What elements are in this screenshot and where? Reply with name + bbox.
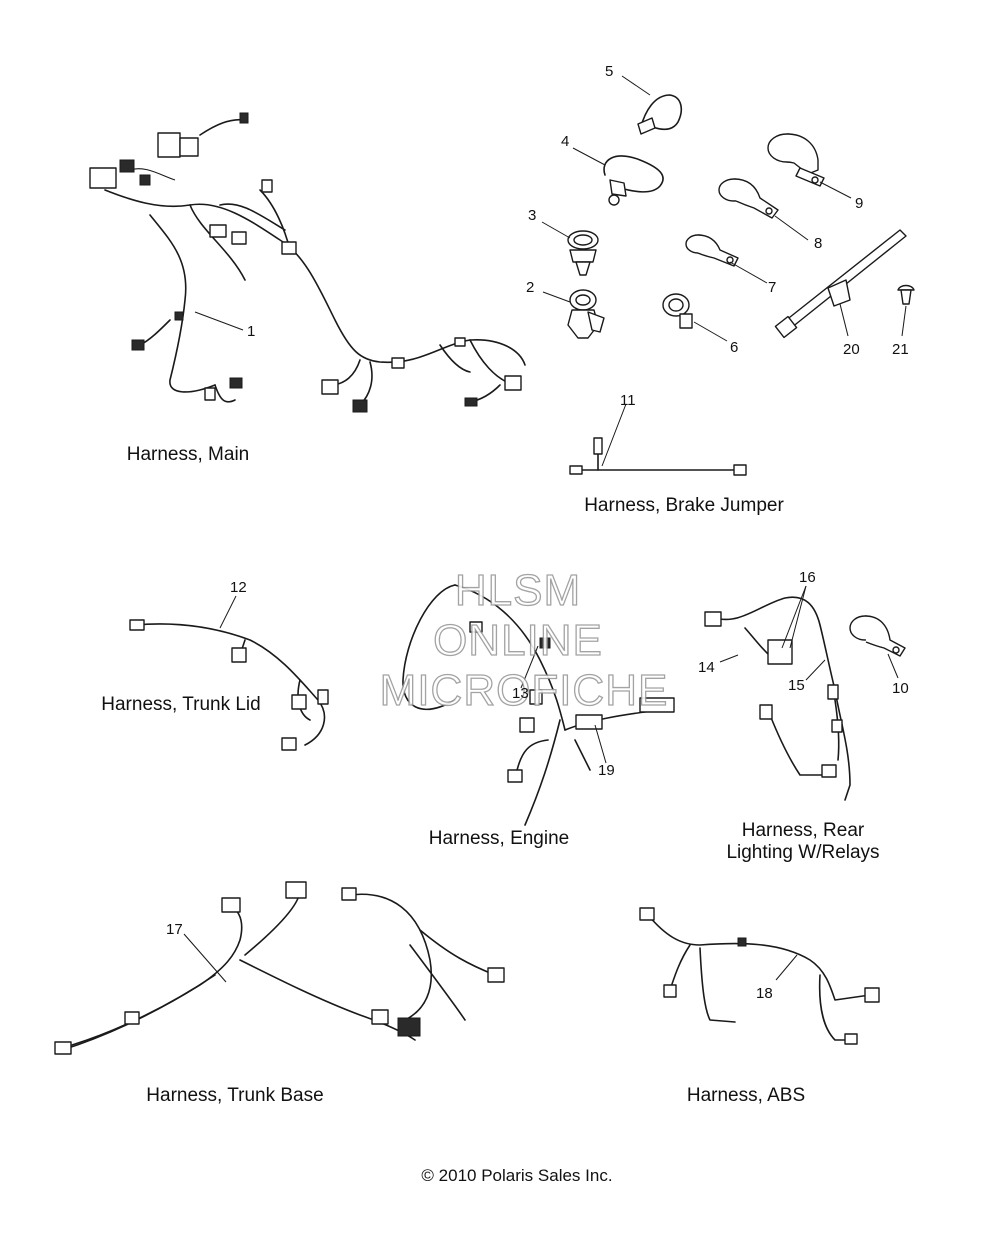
- callout-numbers: 1 2 3 4 5 6 7 8 9 10 11 12 13 14 15 16 1…: [166, 63, 909, 1002]
- part-21-push-rivet: [897, 284, 915, 337]
- label-harness-trunk-base: Harness, Trunk Base: [146, 1085, 323, 1106]
- watermark: HLSM ONLINE MICROFICHE: [379, 565, 669, 715]
- part-2-fir-tree-clip: [542, 289, 605, 339]
- callout-4: 4: [561, 133, 569, 150]
- part-4-strap-clip: [572, 147, 664, 206]
- harness-trunk-base: [54, 881, 505, 1055]
- callout-7: 7: [768, 279, 776, 296]
- watermark-line-3: MICROFICHE: [380, 666, 669, 715]
- label-harness-main: Harness, Main: [127, 444, 250, 465]
- callout-18: 18: [756, 985, 773, 1002]
- watermark-line-1: HLSM: [455, 566, 581, 615]
- callout-15: 15: [788, 677, 805, 694]
- copyright-notice: © 2010 Polaris Sales Inc.: [421, 1166, 612, 1185]
- harness-main: [89, 112, 526, 413]
- part-3-push-clip: [541, 221, 599, 276]
- callout-5: 5: [605, 63, 613, 80]
- callout-10: 10: [892, 680, 909, 697]
- callout-6: 6: [730, 339, 738, 356]
- callout-13: 13: [512, 685, 529, 702]
- callout-19: 19: [598, 762, 615, 779]
- part-9-p-clip-large: [767, 133, 852, 199]
- harness-trunk-lid: [129, 595, 329, 751]
- label-harness-brake-jumper: Harness, Brake Jumper: [584, 495, 784, 516]
- callout-16: 16: [799, 569, 816, 586]
- callout-8: 8: [814, 235, 822, 252]
- callout-11: 11: [620, 392, 636, 409]
- part-8-p-clip-medium: [718, 178, 809, 241]
- label-harness-trunk-lid: Harness, Trunk Lid: [101, 694, 260, 715]
- callout-14: 14: [698, 659, 715, 676]
- callout-21: 21: [892, 341, 909, 358]
- callout-3: 3: [528, 207, 536, 224]
- label-harness-rear-line-1: Harness, Rear: [742, 820, 865, 841]
- callout-12: 12: [230, 579, 247, 596]
- label-harness-rear-line-2: Lighting W/Relays: [726, 842, 879, 863]
- harness-rear-lighting: [704, 585, 906, 801]
- label-harness-abs: Harness, ABS: [687, 1085, 805, 1106]
- callout-1: 1: [247, 323, 255, 340]
- callout-9: 9: [855, 195, 863, 212]
- label-harness-engine: Harness, Engine: [429, 828, 569, 849]
- harness-abs: [639, 907, 880, 1045]
- part-20-tie-anchor: [774, 229, 907, 339]
- callout-20: 20: [843, 341, 860, 358]
- harness-engine: [402, 584, 675, 826]
- assembly-labels: Harness, Main Harness, Brake Jumper Harn…: [101, 444, 879, 1106]
- part-5-cable-tie: [621, 75, 683, 135]
- callout-2: 2: [526, 279, 534, 296]
- part-6-loop-clip: [662, 293, 728, 342]
- callout-17: 17: [166, 921, 183, 938]
- watermark-line-2: ONLINE: [433, 616, 603, 665]
- harness-brake-jumper: [569, 403, 747, 476]
- part-7-p-clip-small: [685, 234, 768, 284]
